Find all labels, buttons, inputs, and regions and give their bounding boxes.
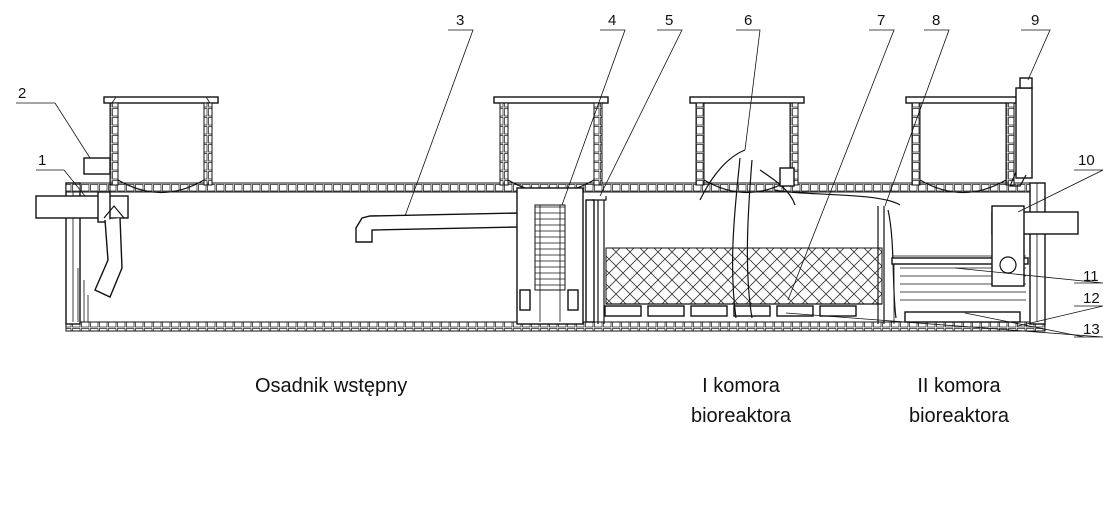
callout-11: 11 bbox=[1083, 268, 1099, 285]
callout-5: 5 bbox=[665, 12, 673, 29]
overflow-pipe bbox=[355, 212, 521, 243]
caption-chamber1-line1: I komora bbox=[702, 375, 781, 397]
callout-2: 2 bbox=[18, 85, 26, 102]
callout-7: 7 bbox=[877, 12, 885, 29]
vent-pipe bbox=[1009, 77, 1033, 187]
callout-4: 4 bbox=[608, 12, 616, 29]
callout-13: 13 bbox=[1083, 321, 1100, 338]
inlet-pipe bbox=[35, 191, 129, 298]
callout-9: 9 bbox=[1031, 12, 1039, 29]
caption-chamber2-line2: bioreaktora bbox=[909, 405, 1010, 427]
caption-primary-settler: Osadnik wstępny bbox=[255, 375, 407, 397]
manhole-1 bbox=[103, 96, 219, 194]
leader-lines bbox=[16, 29, 1103, 338]
callout-12: 12 bbox=[1083, 290, 1100, 307]
chamber-1 bbox=[597, 200, 885, 324]
airlift-pipe bbox=[585, 196, 607, 323]
filter-column bbox=[516, 187, 584, 325]
outlet-pipe bbox=[991, 205, 1079, 287]
callout-1: 1 bbox=[38, 152, 46, 169]
caption-chamber1-line2: bioreaktora bbox=[691, 405, 792, 427]
vent-stub bbox=[83, 157, 111, 175]
callout-8: 8 bbox=[932, 12, 940, 29]
caption-chamber2-line1: II komora bbox=[917, 375, 1001, 397]
manhole-4 bbox=[905, 96, 1021, 194]
callout-3: 3 bbox=[456, 12, 464, 29]
callout-6: 6 bbox=[744, 12, 752, 29]
air-hoses bbox=[699, 149, 901, 319]
callout-10: 10 bbox=[1078, 152, 1095, 169]
manhole-2 bbox=[493, 96, 609, 194]
